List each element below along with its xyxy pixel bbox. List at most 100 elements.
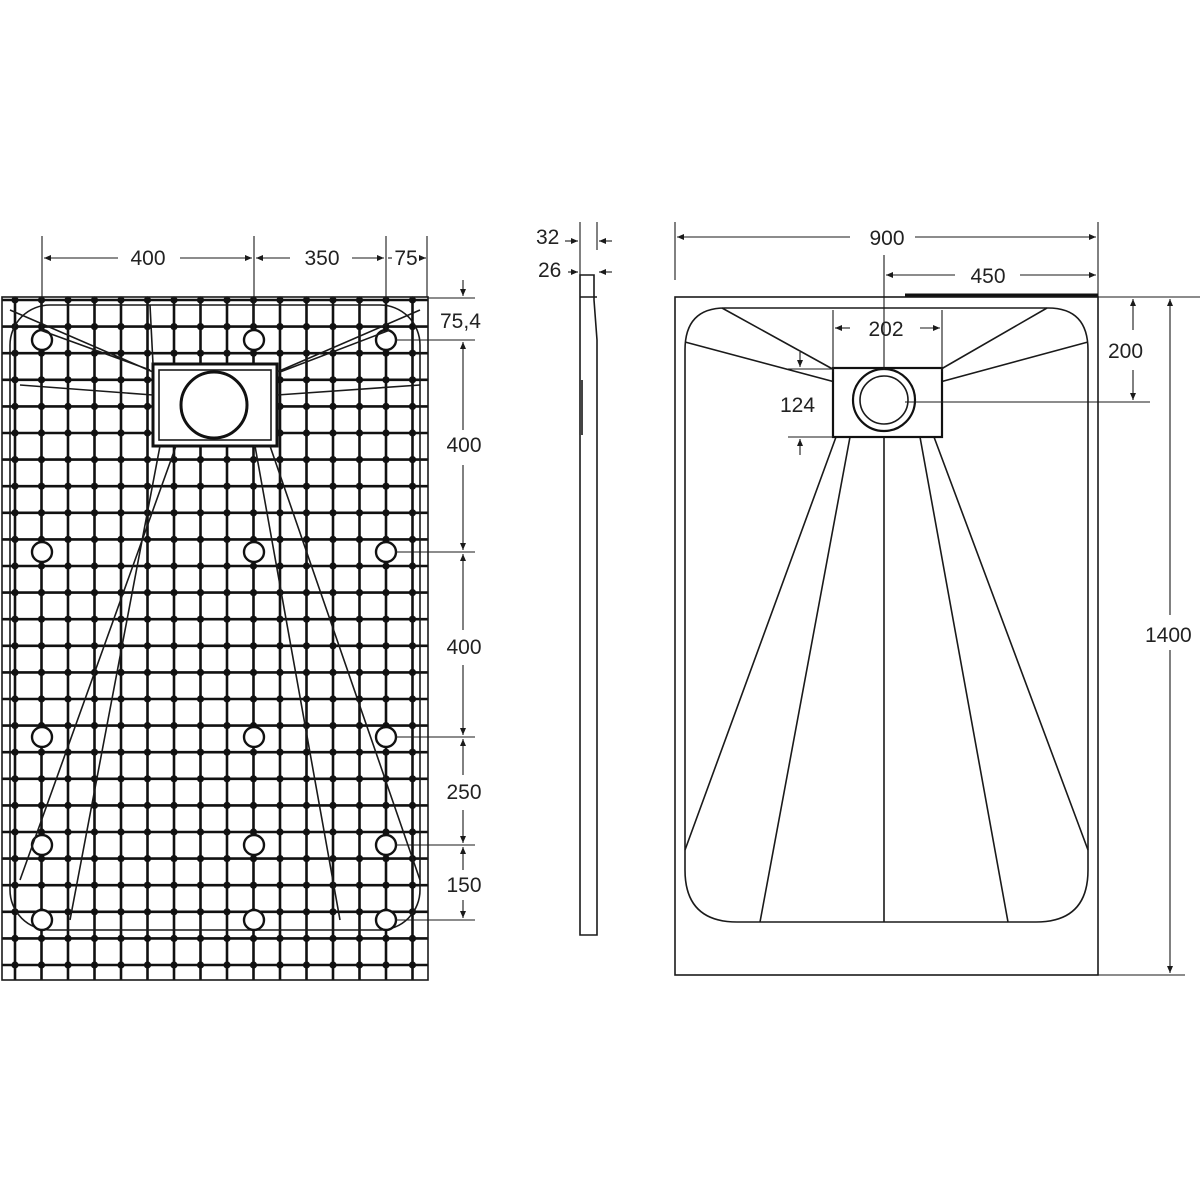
grid-node <box>196 695 205 703</box>
grid-node <box>143 908 152 916</box>
grid-node <box>90 535 99 544</box>
grid-node <box>170 668 178 677</box>
grid-node <box>196 589 205 597</box>
grid-node <box>64 349 72 357</box>
grid-node <box>11 801 19 810</box>
grid-node <box>11 376 19 384</box>
drain-hole <box>179 370 249 440</box>
grid-node <box>223 775 231 783</box>
grid-node <box>90 908 99 916</box>
grid-node <box>223 908 231 916</box>
grid-node <box>117 615 125 623</box>
grid-node <box>276 456 284 464</box>
grid-node <box>196 615 205 623</box>
grid-node <box>196 482 205 490</box>
side-profile-view: 32 26 <box>536 222 612 936</box>
grid-node <box>355 801 364 810</box>
dim-450: 450 <box>970 265 1005 288</box>
grid-node <box>196 855 205 863</box>
grid-node <box>355 855 364 863</box>
grid-node <box>37 349 46 357</box>
dim-124: 124 <box>780 394 815 417</box>
grid-node <box>382 855 390 863</box>
grid-node <box>223 509 231 517</box>
grid-node <box>276 642 284 650</box>
grid-node <box>329 589 337 597</box>
grid-node <box>408 642 417 650</box>
grid-node <box>37 589 46 597</box>
grid-node <box>329 482 337 490</box>
grid-node <box>143 562 152 570</box>
grid-node <box>64 402 72 410</box>
grid-node <box>11 615 19 623</box>
grid-node <box>117 456 125 464</box>
grid-node <box>143 828 152 836</box>
grid-node <box>196 509 205 517</box>
grid-node <box>408 775 417 783</box>
grid-node <box>37 801 46 810</box>
grid-node <box>223 881 231 889</box>
grid-node <box>170 695 178 703</box>
grid-node <box>382 509 390 517</box>
grid-node <box>196 801 205 810</box>
grid-node <box>37 828 46 836</box>
grid-node <box>117 323 125 331</box>
dim-400-b: 400 <box>446 636 481 659</box>
grid-node <box>37 509 46 517</box>
grid-node <box>117 722 125 730</box>
grid-node <box>64 589 72 597</box>
grid-node <box>143 615 152 623</box>
grid-node <box>223 562 231 570</box>
grid-node <box>37 562 46 570</box>
grid-node <box>37 775 46 783</box>
grid-node <box>249 349 258 357</box>
grid-node <box>382 881 390 889</box>
grid-node <box>170 535 178 544</box>
grid-node <box>196 881 205 889</box>
grid-node <box>37 402 46 410</box>
grid-node <box>302 775 311 783</box>
grid-node <box>276 855 284 863</box>
grid-node <box>90 296 99 304</box>
grid-node <box>329 323 337 331</box>
grid-node <box>223 456 231 464</box>
grid-node <box>117 748 125 756</box>
grid-node <box>90 881 99 889</box>
grid-node <box>355 482 364 490</box>
grid-node <box>64 668 72 677</box>
grid-node <box>223 615 231 623</box>
grid-node <box>170 722 178 730</box>
grid-node <box>355 535 364 544</box>
grid-node <box>382 748 390 756</box>
grid-node <box>329 801 337 810</box>
grid-node <box>249 934 258 943</box>
grid-node <box>37 615 46 623</box>
grid-node <box>276 482 284 490</box>
grid-node <box>37 482 46 490</box>
grid-node <box>11 934 19 943</box>
grid-node <box>11 748 19 756</box>
grid-node <box>355 323 364 331</box>
support-foot-hole <box>374 725 398 749</box>
grid-node <box>37 855 46 863</box>
grid-node <box>11 668 19 677</box>
grid-node <box>408 961 417 969</box>
grid-node <box>11 509 19 517</box>
grid-node <box>170 323 178 331</box>
grid-node <box>11 535 19 544</box>
grid-node <box>382 828 390 836</box>
grid-node <box>276 828 284 836</box>
grid-node <box>37 748 46 756</box>
dim-350-top: 350 <box>304 247 339 270</box>
grid-node <box>249 509 258 517</box>
grid-node <box>329 668 337 677</box>
grid-node <box>37 881 46 889</box>
grid-node <box>143 801 152 810</box>
grid-node <box>408 668 417 677</box>
grid-node <box>302 323 311 331</box>
grid-node <box>170 296 178 304</box>
dim-32: 32 <box>536 226 559 249</box>
grid-node <box>170 589 178 597</box>
grid-node <box>143 535 152 544</box>
dim-1400: 1400 <box>1145 624 1192 647</box>
